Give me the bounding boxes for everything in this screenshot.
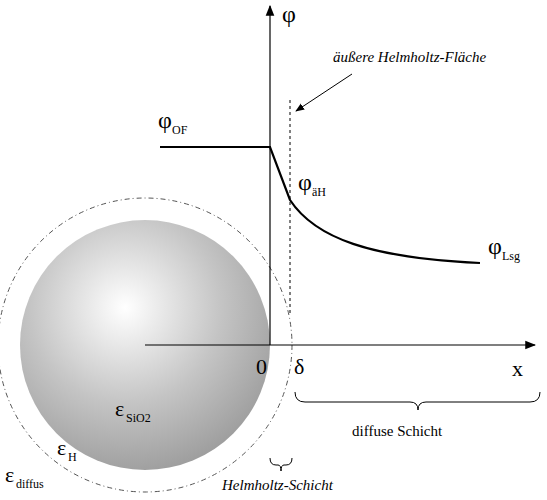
permittivity-symbol: ε bbox=[5, 464, 14, 486]
axis-label: φ bbox=[282, 2, 296, 26]
subscript: diffus bbox=[16, 478, 44, 490]
axis-label: x bbox=[512, 358, 523, 380]
subscript: äH bbox=[312, 186, 326, 198]
x-axis bbox=[145, 344, 535, 345]
tick-label: 0 bbox=[256, 356, 267, 378]
potential-curve bbox=[160, 147, 480, 263]
subscript: H bbox=[68, 451, 77, 463]
diffuse-brace bbox=[295, 392, 540, 410]
subscript: SiO2 bbox=[126, 412, 151, 424]
potential-axis bbox=[269, 6, 270, 345]
subscript: OF bbox=[172, 124, 187, 136]
region-label: Helmholtz-Schicht bbox=[222, 478, 333, 493]
potential-symbol: φ bbox=[488, 234, 502, 258]
tick-label: δ bbox=[294, 356, 304, 378]
permittivity-symbol: ε bbox=[57, 437, 66, 459]
permittivity-symbol: ε bbox=[115, 398, 124, 420]
leader-arrow bbox=[296, 74, 352, 111]
annotation: äußere Helmholtz-Fläche bbox=[333, 50, 486, 65]
subscript: Lsg bbox=[502, 250, 520, 262]
region-label: diffuse Schicht bbox=[352, 424, 442, 439]
outer-helmholtz-plane bbox=[290, 100, 291, 315]
helmholtz-brace bbox=[270, 458, 292, 471]
potential-symbol: φ bbox=[298, 170, 312, 194]
potential-symbol: φ bbox=[158, 108, 172, 132]
